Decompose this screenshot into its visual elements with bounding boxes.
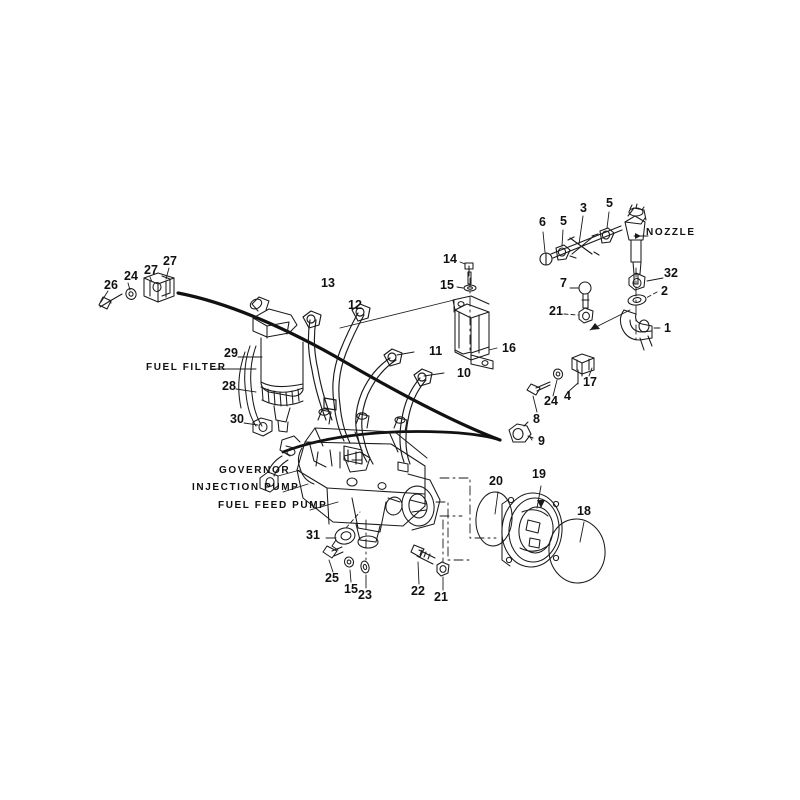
callout-20: 20 [489, 474, 503, 488]
label-fuel-filter: FUEL FILTER [146, 362, 227, 373]
callout-12: 12 [348, 298, 362, 312]
callout-2: 2 [661, 284, 668, 298]
part-18-cover-plate [548, 518, 606, 584]
callout-17: 17 [583, 375, 597, 389]
callout-15-lower: 15 [344, 582, 358, 596]
callout-21-lower: 21 [434, 590, 448, 604]
callout-11: 11 [429, 344, 443, 358]
part-20-gasket [475, 491, 513, 547]
callout-9: 9 [538, 434, 545, 448]
callout-23: 23 [358, 588, 372, 602]
callout-18: 18 [577, 504, 591, 518]
callout-27-outer: 27 [163, 254, 177, 268]
part-2-seal [627, 294, 647, 306]
callout-1: 1 [664, 321, 671, 335]
part-23-seal [360, 560, 370, 574]
leader-fuel-filter [211, 356, 263, 426]
callout-7: 7 [560, 276, 567, 290]
label-fuel-feed-pump: FUEL FEED PUMP [218, 500, 328, 511]
leader-lines-left [100, 267, 170, 303]
callout-16: 16 [502, 341, 516, 355]
part-15-washer-lower [343, 556, 355, 568]
callout-8: 8 [533, 412, 540, 426]
callout-5-left: 5 [560, 214, 567, 228]
leader-pipes [396, 351, 445, 377]
callout-22: 22 [411, 584, 425, 598]
main-fuel-line [176, 291, 502, 442]
word-label-leaders [277, 469, 339, 511]
leader-bottom-parts [325, 537, 444, 591]
part-7-bolt [578, 281, 592, 309]
callout-24-left: 24 [124, 269, 138, 283]
callout-10: 10 [457, 366, 471, 380]
secondary-fuel-line [281, 430, 499, 454]
part-8-bolt [526, 381, 551, 396]
label-governor: GOVERNOR [219, 465, 291, 476]
callout-31: 31 [306, 528, 320, 542]
part-14-bolt [464, 262, 474, 285]
callout-5-right: 5 [606, 196, 613, 210]
callout-21-upper: 21 [549, 304, 563, 318]
dash-leader-31 [345, 511, 361, 529]
leader-nozzle-lower [563, 277, 664, 331]
part-19-cover [501, 492, 563, 568]
callout-28: 28 [222, 379, 236, 393]
callout-32: 32 [664, 266, 678, 280]
callout-30: 30 [230, 412, 244, 426]
fuel-filter-assembly [238, 296, 304, 437]
part-9-banjo [508, 421, 534, 443]
callout-29: 29 [224, 346, 238, 360]
injection-pump-body [296, 408, 441, 549]
pump-top-left-details [259, 435, 301, 493]
part-16-bracket [452, 295, 494, 370]
callout-4: 4 [564, 389, 571, 403]
part-32-nut [628, 272, 646, 291]
nozzle-assembly [624, 203, 647, 285]
injection-pipes [302, 303, 433, 465]
part-22-bolt [410, 544, 436, 565]
callout-6: 6 [539, 215, 546, 229]
leader-bracket [456, 261, 498, 351]
leader-cover-group [494, 485, 585, 543]
nozzle-feed-pipes [539, 225, 623, 266]
bottom-axes [365, 519, 444, 563]
part-21-nut-upper [578, 307, 594, 324]
label-injection-pump: INJECTION PUMP [192, 482, 300, 493]
callout-13: 13 [321, 276, 335, 290]
callout-24-right: 24 [544, 394, 558, 408]
leader-right-parts [529, 367, 593, 441]
callout-15-upper: 15 [440, 278, 454, 292]
part-26-bolt [98, 293, 123, 310]
part-27-clamp-block [143, 272, 175, 303]
part-24-washer [125, 288, 137, 300]
part-17-bracket [571, 353, 595, 377]
callout-3: 3 [580, 201, 587, 215]
callout-19: 19 [532, 467, 546, 481]
callout-27-inner: 27 [144, 263, 158, 277]
dash-leader-bracket [339, 299, 455, 329]
callout-14: 14 [443, 252, 457, 266]
part-21-nut-lower [436, 561, 450, 577]
part-24-washer-right [552, 368, 564, 380]
cover-assembly-axes [435, 477, 497, 561]
callout-26: 26 [104, 278, 118, 292]
part-25-bolt [322, 545, 344, 559]
callout-25: 25 [325, 571, 339, 585]
label-nozzle: NOZZLE [646, 227, 696, 238]
leader-nozzle-parts [542, 211, 649, 253]
